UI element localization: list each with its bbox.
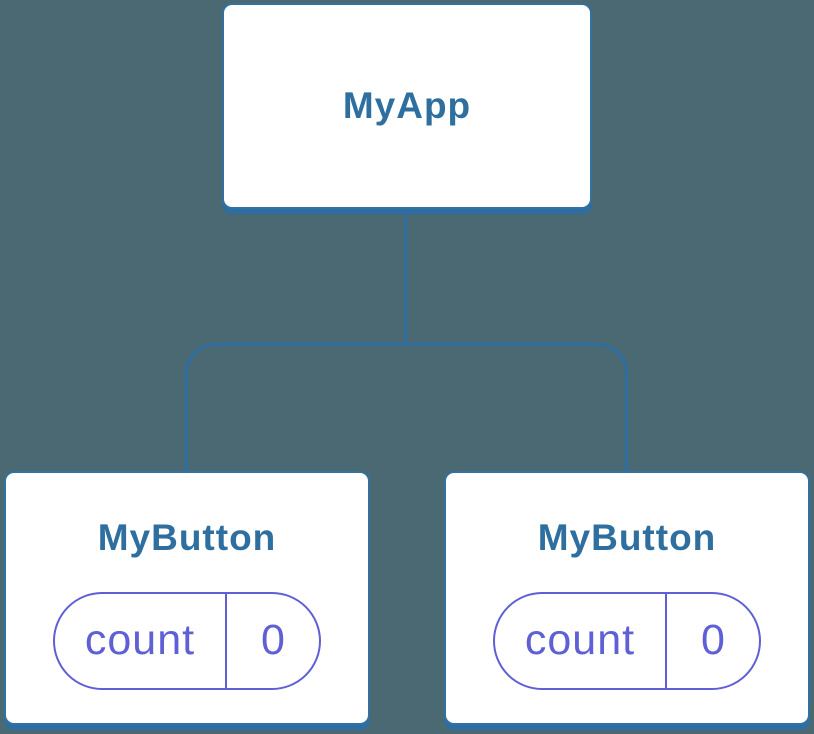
root-component-node: MyApp [222, 3, 592, 209]
state-value: 0 [701, 616, 725, 665]
state-key-label: count [55, 593, 227, 688]
state-pill: count 0 [53, 591, 321, 690]
root-connector-line [404, 210, 407, 346]
branch-bracket [185, 343, 628, 471]
child-component-node-2: MyButton count 0 [444, 471, 810, 725]
child-component-label: MyButton [537, 517, 717, 558]
state-key-label: count [495, 593, 667, 688]
child-component-label: MyButton [97, 517, 277, 558]
root-component-label: MyApp [342, 84, 472, 126]
state-pill: count 0 [493, 591, 761, 690]
child-component-node-1: MyButton count 0 [4, 471, 370, 725]
state-value: 0 [261, 616, 285, 665]
